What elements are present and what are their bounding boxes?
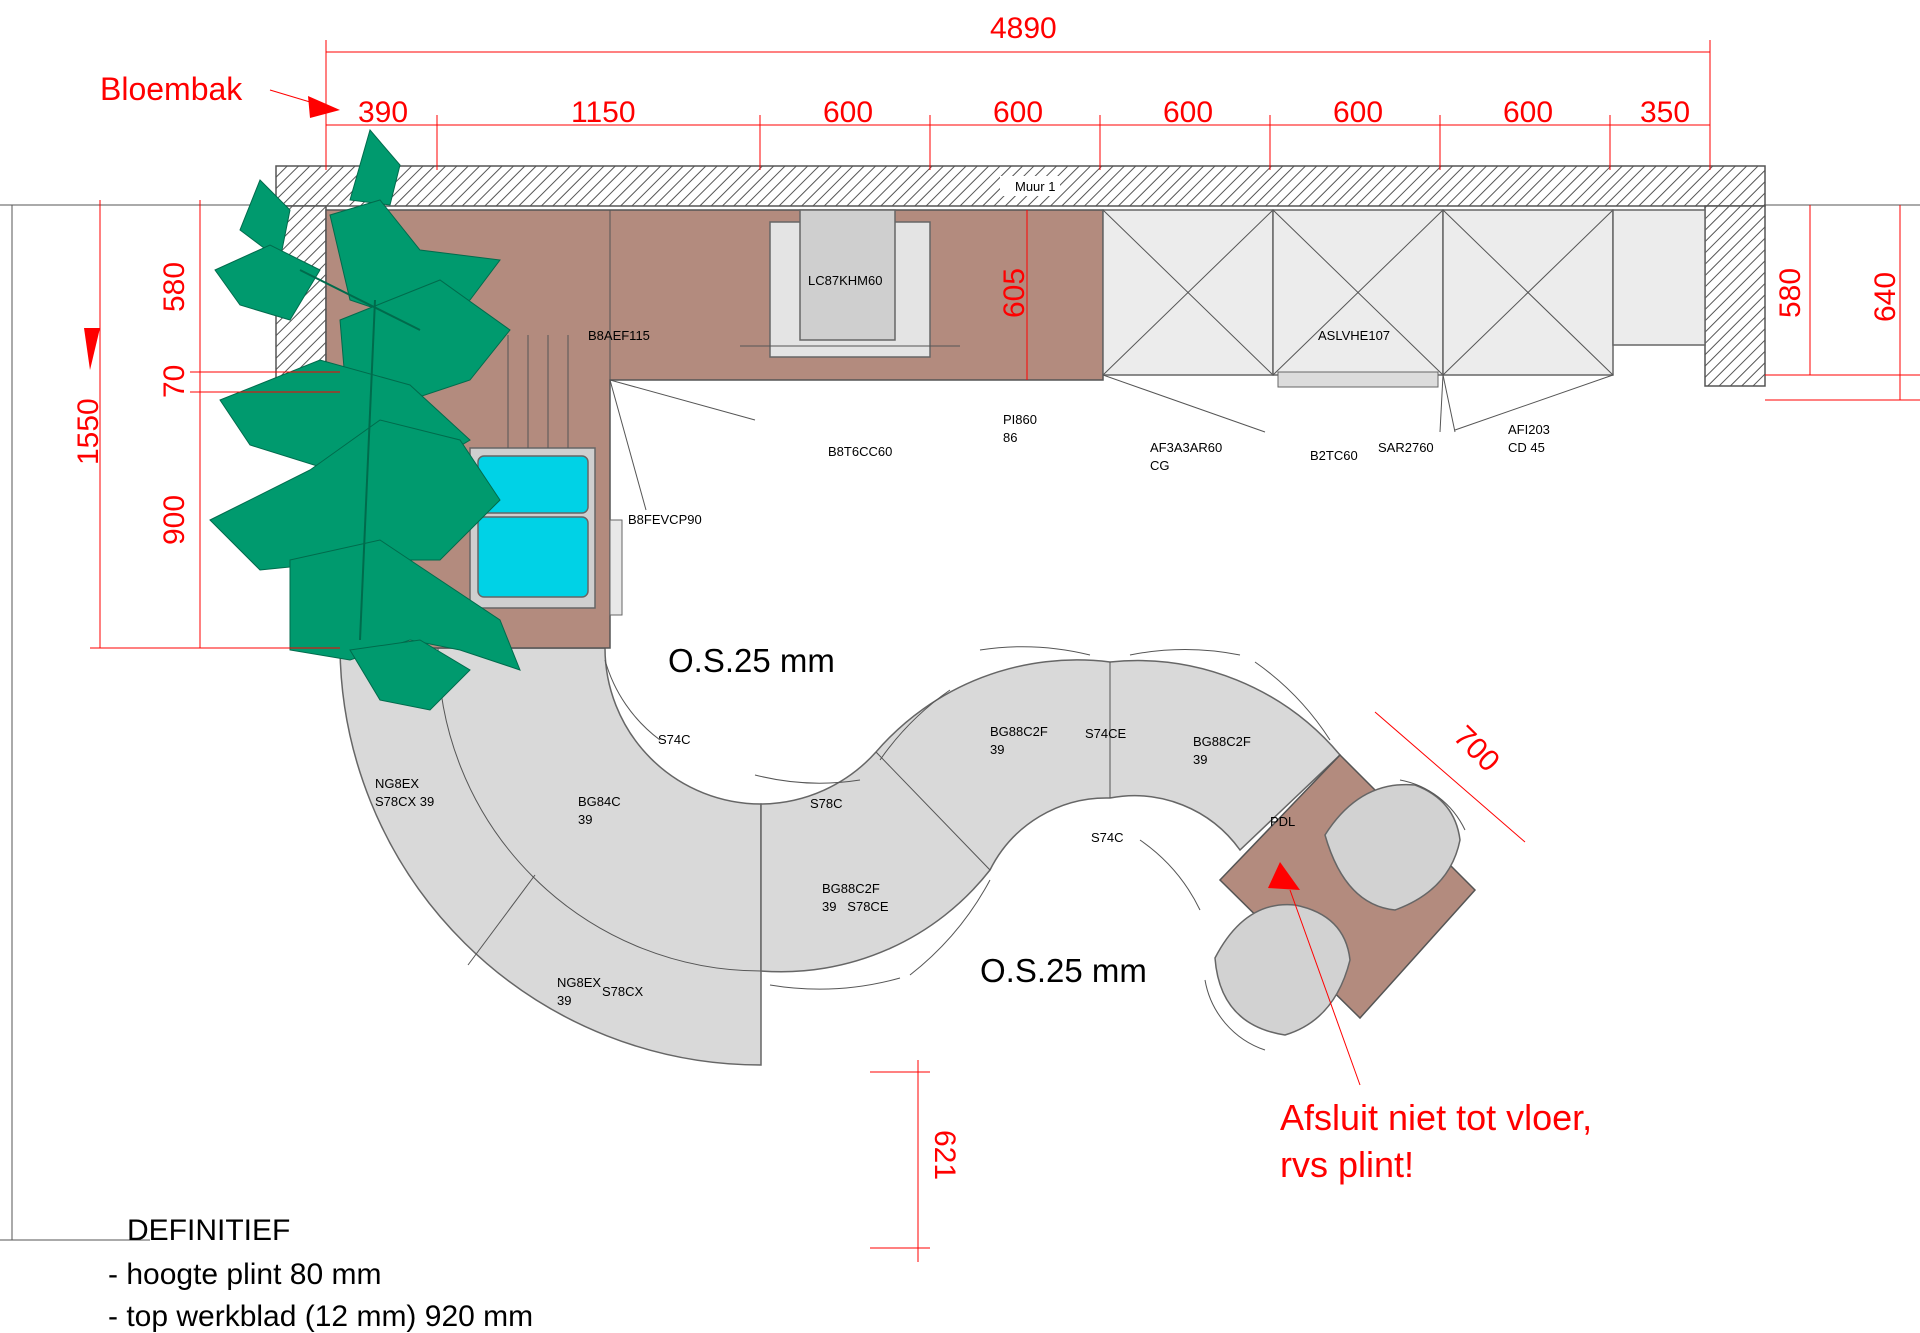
dim-seg-7: 600 bbox=[1503, 96, 1553, 129]
module-labels: B8AEF115 B8T6CC60 PI860 86 AF3A3AR60 CG … bbox=[375, 328, 1550, 1008]
label-bg88c2f-a: BG88C2F bbox=[990, 724, 1048, 739]
label-pdl: PDL bbox=[1270, 814, 1295, 829]
callouts: Bloembak Afsluit niet tot vloer, rvs pli… bbox=[100, 71, 1592, 1185]
label-s74c-1: S74C bbox=[658, 732, 691, 747]
label-pi860-sub: 86 bbox=[1003, 430, 1017, 445]
room-outline bbox=[0, 204, 1920, 1241]
label-afi203: AFI203 bbox=[1508, 422, 1550, 437]
label-b8fevcp90: B8FEVCP90 bbox=[628, 512, 702, 527]
sink bbox=[469, 335, 623, 616]
label-pi860: PI860 bbox=[1003, 412, 1037, 427]
definitief-notes: DEFINITIEF - hoogte plint 80 mm - top we… bbox=[108, 1214, 533, 1333]
label-bg84c-sub: 39 bbox=[578, 812, 592, 827]
definitief-line-1: - hoogte plint 80 mm bbox=[108, 1258, 381, 1291]
label-bg88c2f-a-sub: 39 bbox=[990, 742, 1004, 757]
label-bg88c2f-b: BG88C2F bbox=[1193, 734, 1251, 749]
callout-bloembak: Bloembak bbox=[100, 71, 243, 107]
countertop-s-middle bbox=[760, 659, 1342, 973]
definitief-line-2: - top werkblad (12 mm) 920 mm bbox=[108, 1300, 533, 1333]
label-ng8ex-2-sub: 39 bbox=[557, 993, 571, 1008]
label-ng8ex-1-sub: S78CX 39 bbox=[375, 794, 434, 809]
label-af3a3ar60: AF3A3AR60 bbox=[1150, 440, 1222, 455]
pdl-table bbox=[1204, 753, 1477, 1051]
label-s78cx: S78CX bbox=[602, 984, 644, 999]
dim-right-640: 640 bbox=[1869, 272, 1902, 322]
os-label-bottom: O.S.25 mm bbox=[980, 952, 1147, 989]
dim-left-70: 70 bbox=[158, 365, 191, 398]
dim-seg-4: 600 bbox=[993, 96, 1043, 129]
dim-seg-2: 1150 bbox=[571, 96, 636, 129]
definitief-title: DEFINITIEF bbox=[127, 1214, 290, 1247]
dim-seg-8: 350 bbox=[1640, 96, 1690, 129]
label-af3a3ar60-sub: CG bbox=[1150, 458, 1170, 473]
label-lc87khm60: LC87KHM60 bbox=[808, 273, 882, 288]
dim-seg-3: 600 bbox=[823, 96, 873, 129]
label-ng8ex-1: NG8EX bbox=[375, 776, 419, 791]
dim-left-900: 900 bbox=[158, 495, 191, 545]
dim-seg-6: 600 bbox=[1333, 96, 1383, 129]
wall-label: Muur 1 bbox=[1015, 179, 1055, 194]
os-labels: O.S.25 mm O.S.25 mm bbox=[668, 642, 1147, 989]
label-s74ce: S74CE bbox=[1085, 726, 1127, 741]
label-b8t6cc60: B8T6CC60 bbox=[828, 444, 892, 459]
tall-cabinets bbox=[609, 209, 1706, 511]
dim-island-700: 700 bbox=[1447, 720, 1506, 779]
os-label-top: O.S.25 mm bbox=[668, 642, 835, 679]
stool-2 bbox=[1214, 903, 1351, 1036]
dim-seg-1: 390 bbox=[358, 96, 408, 129]
label-b2tc60: B2TC60 bbox=[1310, 448, 1358, 463]
callout-afsluit-1: Afsluit niet tot vloer, bbox=[1280, 1097, 1592, 1138]
curved-island bbox=[339, 646, 1342, 1066]
label-aslvhe107: ASLVHE107 bbox=[1318, 328, 1390, 343]
label-afi203-sub: CD 45 bbox=[1508, 440, 1545, 455]
plant-bloembak bbox=[209, 128, 521, 711]
label-s74c-2: S74C bbox=[1091, 830, 1124, 845]
label-bg88c2f-c-sub: 39 S78CE bbox=[822, 899, 889, 914]
label-bg84c: BG84C bbox=[578, 794, 621, 809]
label-bg88c2f-c: BG88C2F bbox=[822, 881, 880, 896]
label-bg88c2f-b-sub: 39 bbox=[1193, 752, 1207, 767]
label-sar2760: SAR2760 bbox=[1378, 440, 1434, 455]
dim-left-total: 1550 bbox=[72, 398, 105, 465]
dimension-lines bbox=[84, 40, 1920, 1262]
label-b8aef115: B8AEF115 bbox=[588, 328, 650, 343]
dim-bottom-621: 621 bbox=[928, 1130, 961, 1180]
dim-oven-605: 605 bbox=[998, 268, 1031, 318]
stool-1 bbox=[1324, 783, 1461, 911]
label-s78c: S78C bbox=[810, 796, 843, 811]
label-ng8ex-2: NG8EX bbox=[557, 975, 601, 990]
pdl-arrow bbox=[1268, 862, 1300, 890]
dim-total: 4890 bbox=[990, 12, 1057, 45]
dim-seg-5: 600 bbox=[1163, 96, 1213, 129]
dim-right-580: 580 bbox=[1774, 268, 1807, 318]
countertop-arc-left bbox=[339, 647, 762, 1066]
dim-left-580: 580 bbox=[158, 262, 191, 312]
cooktop-lc87khm60: LC87KHM60 bbox=[740, 209, 960, 358]
callout-afsluit-2: rvs plint! bbox=[1280, 1144, 1414, 1185]
